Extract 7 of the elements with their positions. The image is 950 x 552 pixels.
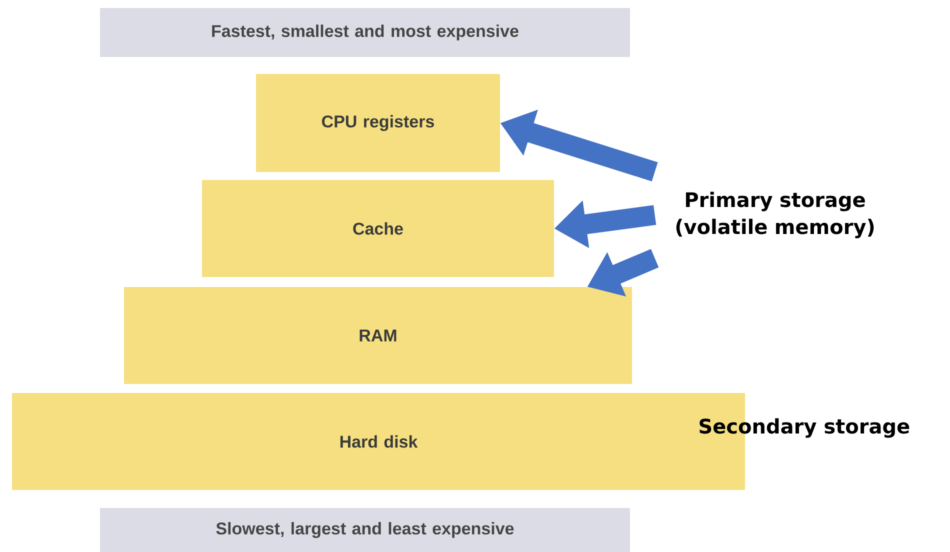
callout-text: Primary storage (volatile memory) <box>676 192 874 238</box>
band-label: Fastest, smallest and most expensive <box>100 8 630 57</box>
storage-level-box: RAM <box>124 287 632 384</box>
band-label: Slowest, largest and least expensive <box>100 508 630 552</box>
storage-level-box: CPU registers <box>256 74 500 172</box>
side-label: Secondary storage <box>700 418 910 438</box>
storage-level-box: Cache <box>202 180 554 277</box>
